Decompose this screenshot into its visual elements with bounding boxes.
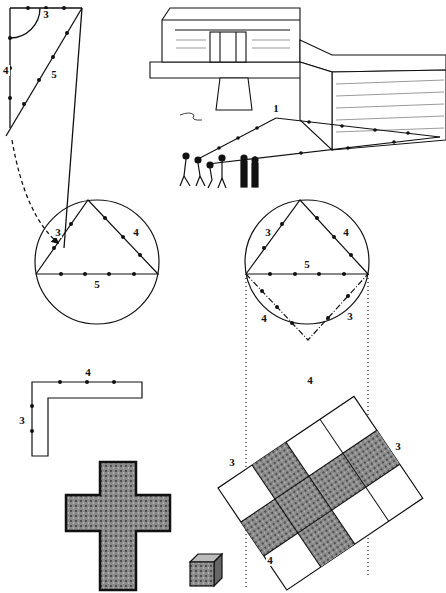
dimension-number: 3	[228, 457, 236, 468]
dimension-number: 3	[394, 441, 402, 452]
dimension-number: 3	[42, 9, 50, 20]
dimension-number: 1	[272, 103, 280, 114]
dimension-number: 4	[342, 227, 350, 238]
cube	[190, 554, 222, 586]
dimension-number: 3	[54, 227, 62, 238]
ground-knots	[217, 120, 410, 160]
people	[180, 153, 258, 188]
dimension-number: 3	[346, 311, 354, 322]
dimension-number: 4	[306, 375, 314, 386]
circle-figures	[35, 200, 369, 590]
ground-rope	[180, 113, 440, 164]
dimension-number: 4	[84, 367, 92, 378]
dimension-number: 3	[264, 227, 272, 238]
dimension-number: 3	[18, 415, 26, 426]
dimension-number: 4	[2, 65, 10, 76]
dimension-number: 4	[266, 555, 274, 566]
dimension-number: 5	[50, 69, 58, 80]
temple	[150, 8, 446, 150]
dimension-number: 4	[132, 227, 140, 238]
dimension-number: 5	[93, 279, 101, 290]
rope-triangle	[6, 8, 82, 248]
dimension-number: 4	[260, 313, 268, 324]
wall-stones	[176, 40, 444, 132]
cross	[66, 462, 170, 590]
cube-net-grid	[218, 396, 423, 590]
l-shape	[30, 380, 142, 456]
circle-knots	[52, 216, 353, 325]
rope-knots	[8, 6, 69, 106]
dimension-number: 5	[303, 259, 311, 270]
